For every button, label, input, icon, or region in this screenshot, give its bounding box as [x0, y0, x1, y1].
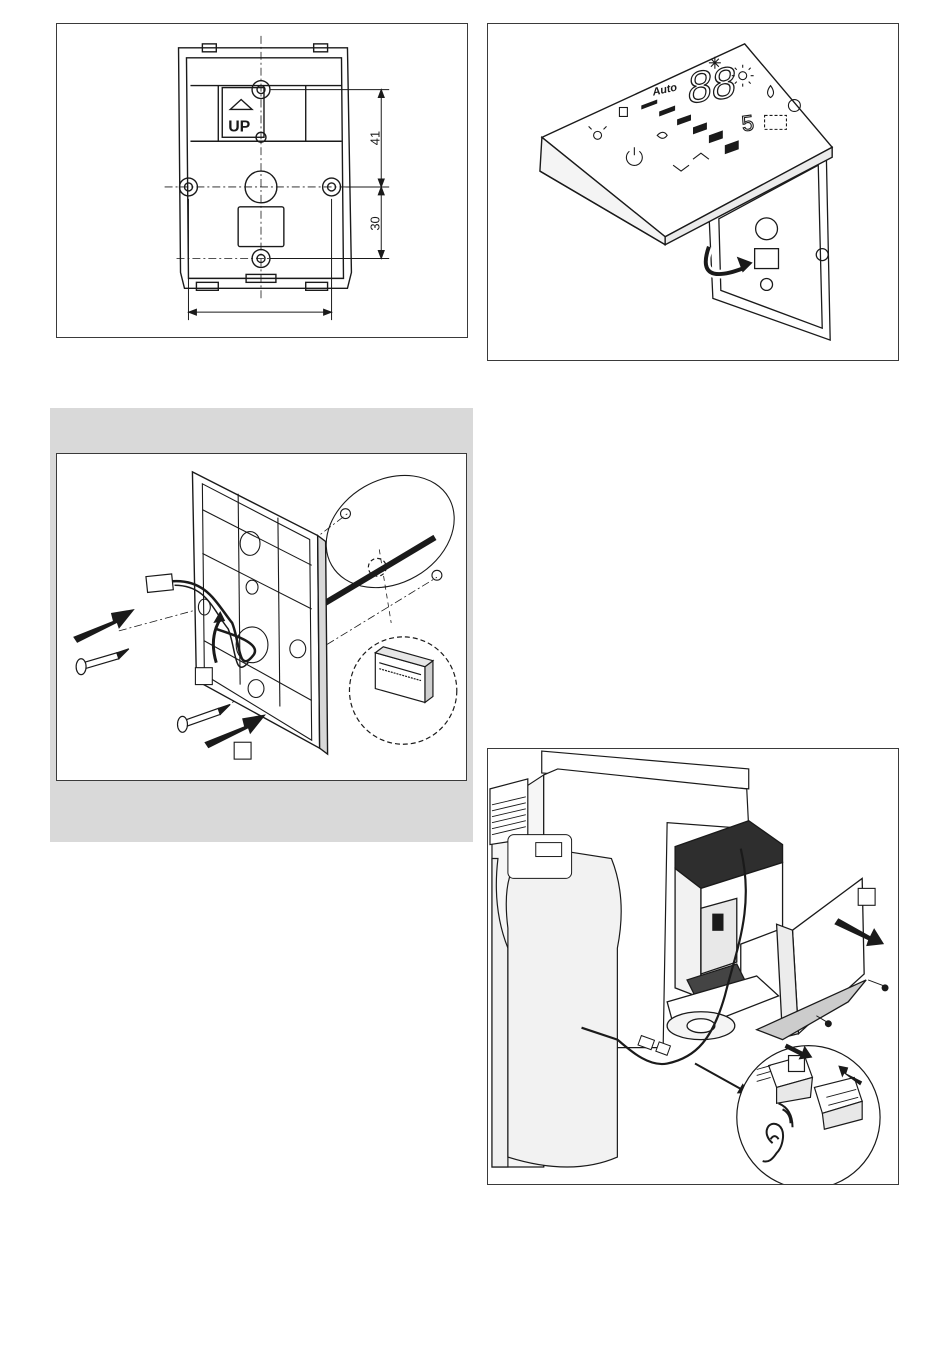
up-label: UP: [228, 118, 250, 135]
controller-attach-drawing: 88 5 Auto: [488, 24, 898, 360]
dimension-upper: 41: [367, 131, 382, 145]
mount-plate-figure: UP 41 30: [56, 23, 468, 338]
mount-plate-drawing: UP 41 30: [57, 24, 467, 337]
step-marker-c: [858, 888, 875, 905]
display-digits: 88: [686, 57, 738, 113]
wall-install-drawing: [57, 454, 466, 780]
unit-connect-figure: [487, 748, 899, 1185]
dimension-lower: 30: [367, 216, 382, 230]
step-marker-a: [195, 668, 212, 685]
controller-attach-figure: 88 5 Auto: [487, 23, 899, 361]
unit-connect-drawing: [488, 749, 898, 1184]
step-marker-b: [234, 742, 251, 759]
wall-install-figure: [56, 453, 467, 781]
push-arrow-top-icon: [73, 609, 135, 643]
